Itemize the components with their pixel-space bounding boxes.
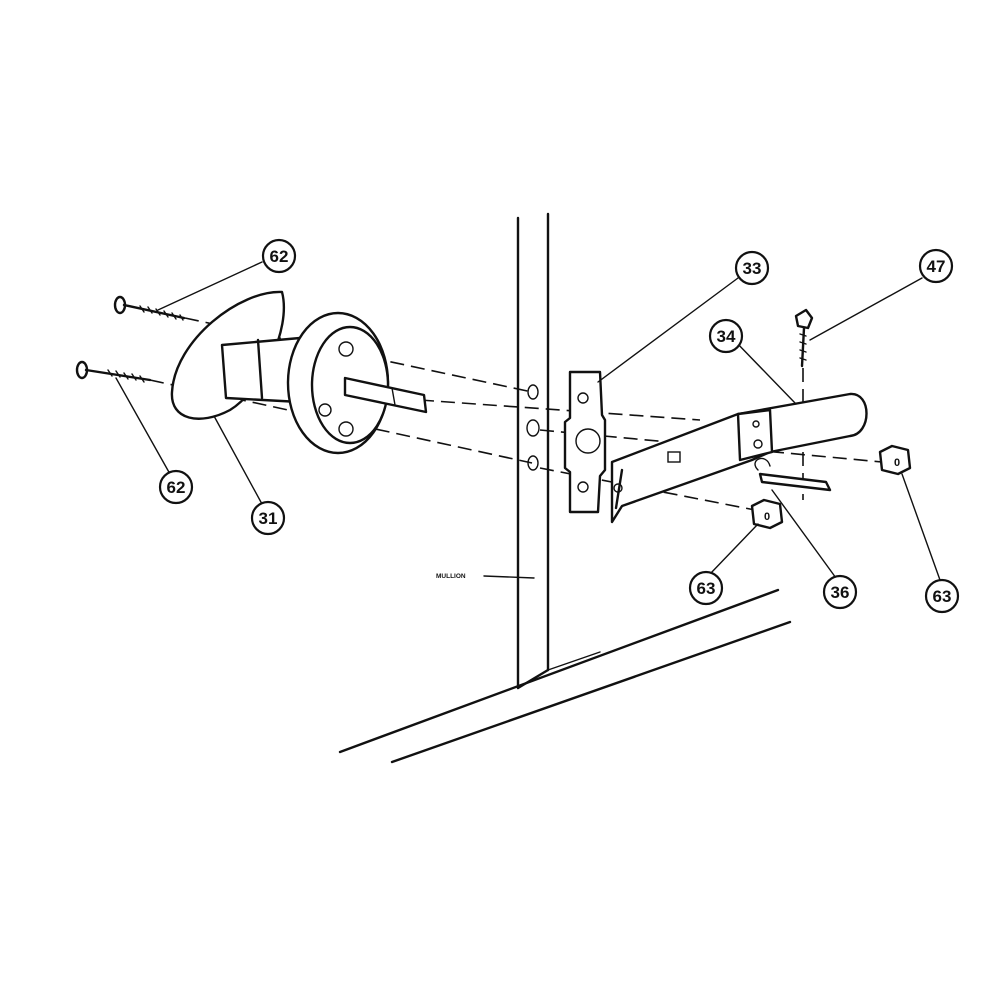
svg-text:31: 31 [259, 509, 278, 528]
callout-33: 33 [734, 250, 770, 286]
svg-text:33: 33 [743, 259, 762, 278]
callout-47: 47 [918, 248, 954, 284]
nut-right: 0 [878, 444, 912, 476]
retainer-pin [754, 457, 832, 492]
callout-63-center: 63 [688, 570, 724, 606]
callout-36: 36 [822, 574, 858, 610]
screw-upper [113, 295, 186, 321]
mullion-leader [483, 575, 535, 579]
leader-lines [115, 261, 941, 581]
mullion-label: MULLION [436, 573, 466, 580]
handle [170, 290, 428, 455]
svg-text:0: 0 [894, 457, 900, 469]
svg-text:63: 63 [933, 587, 952, 606]
svg-text:62: 62 [167, 478, 186, 497]
callout-62-lower: 62 [158, 469, 194, 505]
mullion-hole [527, 455, 539, 471]
nut-center: 0 [750, 498, 784, 530]
callout-62-upper: 62 [261, 238, 297, 274]
mullion-frame [338, 212, 792, 764]
callout-63-right: 63 [924, 578, 960, 614]
latch-bar [610, 392, 868, 524]
screw-lower [75, 360, 152, 383]
small-screw [794, 308, 814, 368]
mullion-hole [527, 384, 539, 400]
svg-text:36: 36 [831, 583, 850, 602]
callout-31: 31 [250, 500, 286, 536]
svg-text:62: 62 [270, 247, 289, 266]
svg-text:47: 47 [927, 257, 946, 276]
svg-text:63: 63 [697, 579, 716, 598]
mounting-plate [563, 370, 607, 514]
callout-34: 34 [708, 318, 744, 354]
mullion-hole [526, 419, 540, 437]
svg-text:34: 34 [717, 327, 736, 346]
svg-text:0: 0 [764, 511, 770, 523]
